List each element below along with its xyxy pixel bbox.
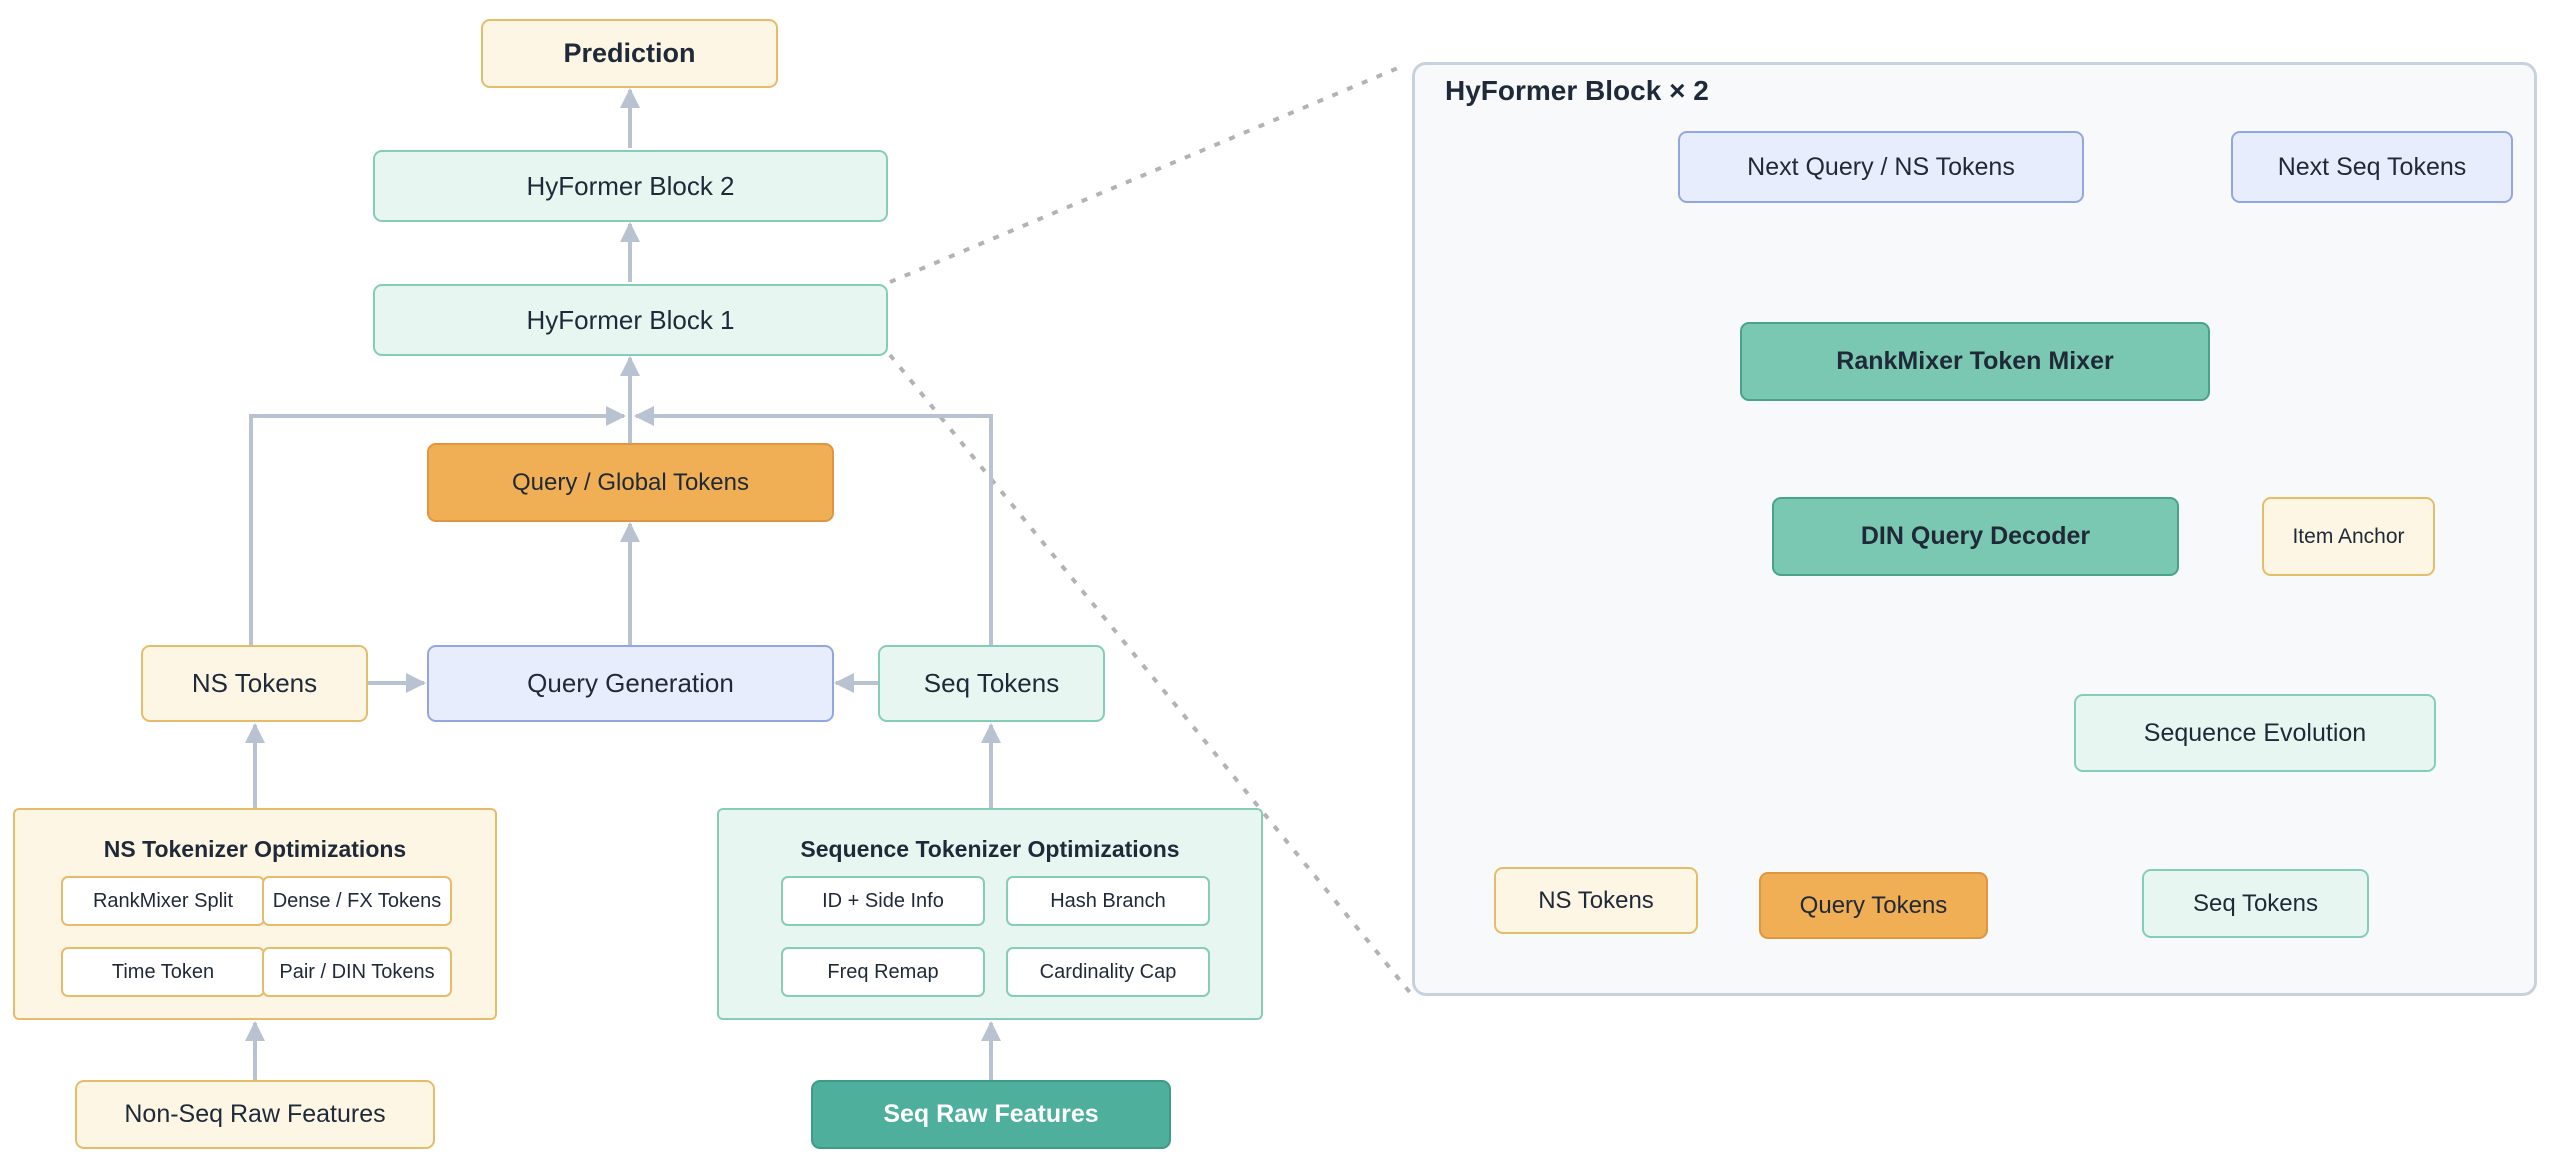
detail-query-tokens: Query Tokens bbox=[1759, 872, 1988, 939]
din-query-decoder: DIN Query Decoder bbox=[1772, 497, 2179, 576]
next-seq-tokens: Next Seq Tokens bbox=[2231, 131, 2513, 203]
seq-tokens: Seq Tokens bbox=[878, 645, 1105, 722]
detail-seq-tokens: Seq Tokens bbox=[2142, 869, 2369, 938]
chip-id-side-info: ID + Side Info bbox=[781, 876, 985, 926]
chip-hash-branch: Hash Branch bbox=[1006, 876, 1210, 926]
chip-cardinality-cap: Cardinality Cap bbox=[1006, 947, 1210, 997]
hyformer-block-2: HyFormer Block 2 bbox=[373, 150, 888, 222]
query-global-tokens: Query / Global Tokens bbox=[427, 443, 834, 522]
seq-tokenizer-group: Sequence Tokenizer Optimizations ID + Si… bbox=[717, 808, 1263, 1020]
chip-dense-fx-tokens: Dense / FX Tokens bbox=[262, 876, 452, 926]
ns-tokenizer-title: NS Tokenizer Optimizations bbox=[103, 836, 407, 862]
ns-tokenizer-group: NS Tokenizer Optimizations RankMixer Spl… bbox=[13, 808, 497, 1020]
chip-rankmixer-split: RankMixer Split bbox=[61, 876, 265, 926]
ns-tokens: NS Tokens bbox=[141, 645, 368, 722]
seq-tokenizer-title: Sequence Tokenizer Optimizations bbox=[800, 836, 1180, 862]
block-detail-title: HyFormer Block × 2 bbox=[1445, 75, 1709, 106]
arrow-seq-bypass-to-block1 bbox=[634, 406, 993, 645]
query-generation: Query Generation bbox=[427, 645, 834, 722]
chip-time-token: Time Token bbox=[61, 947, 265, 997]
seq-raw-features: Seq Raw Features bbox=[811, 1080, 1171, 1149]
rankmixer-token-mixer: RankMixer Token Mixer bbox=[1740, 322, 2210, 401]
item-anchor: Item Anchor bbox=[2262, 497, 2435, 576]
chip-freq-remap: Freq Remap bbox=[781, 947, 985, 997]
next-query-ns-tokens: Next Query / NS Tokens bbox=[1678, 131, 2084, 203]
prediction-node: Prediction bbox=[481, 19, 778, 88]
sequence-evolution: Sequence Evolution bbox=[2074, 694, 2436, 772]
non-seq-raw-features: Non-Seq Raw Features bbox=[75, 1080, 435, 1149]
hyformer-block-1: HyFormer Block 1 bbox=[373, 284, 888, 356]
arrow-ns-bypass-to-block1 bbox=[249, 406, 626, 645]
zoom-guide-bottom bbox=[888, 353, 1414, 997]
chip-pair-din-tokens: Pair / DIN Tokens bbox=[262, 947, 452, 997]
zoom-guide-top bbox=[889, 63, 1406, 284]
detail-ns-tokens: NS Tokens bbox=[1494, 867, 1698, 934]
